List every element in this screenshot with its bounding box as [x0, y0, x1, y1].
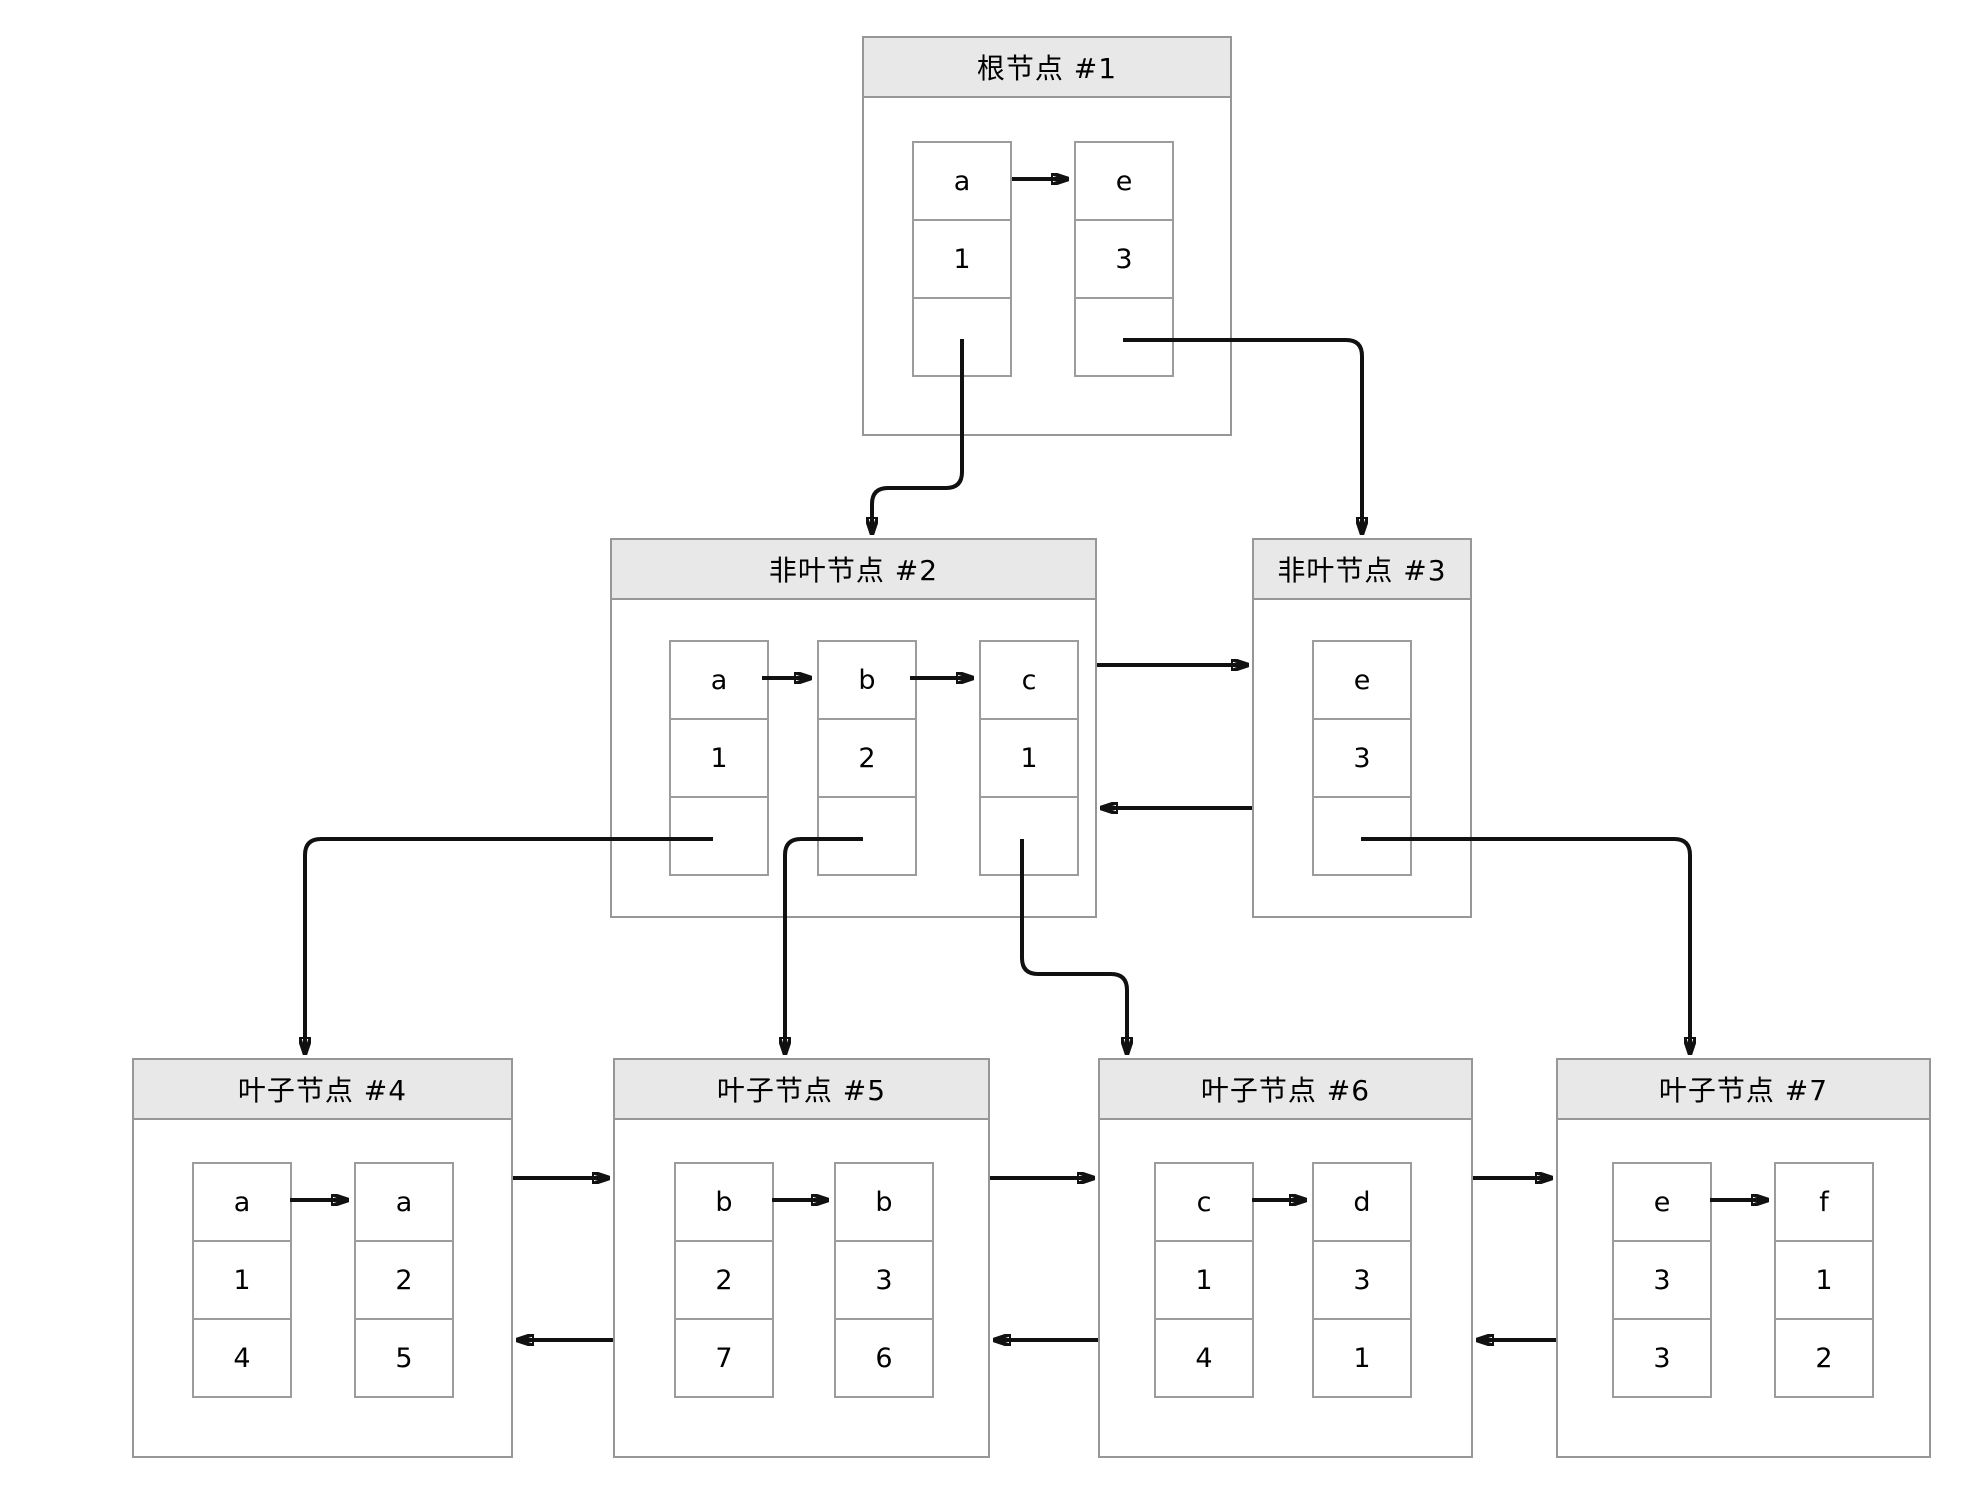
value-cell-leaf-7-1: 1 — [1774, 1240, 1874, 1320]
value-cell-nonleaf-2-1: 2 — [817, 718, 917, 798]
node-title-nonleaf-3: 非叶节点 #3 — [1254, 540, 1470, 600]
pointer-cell-nonleaf-3-0 — [1312, 796, 1412, 876]
value-cell-nonleaf-2-0: 1 — [669, 718, 769, 798]
pointer-cell-nonleaf-2-0 — [669, 796, 769, 876]
node-title-root-1: 根节点 #1 — [864, 38, 1230, 98]
node-title-nonleaf-2: 非叶节点 #2 — [612, 540, 1095, 600]
value-cell-nonleaf-2-2: 1 — [979, 718, 1079, 798]
value-cell-leaf-6-0: 1 — [1154, 1240, 1254, 1320]
pointer-cell-leaf-6-0: 4 — [1154, 1318, 1254, 1398]
key-cell-root-1-1: e — [1074, 141, 1174, 221]
pointer-cell-root-1-0 — [912, 297, 1012, 377]
pointer-cell-leaf-5-1: 6 — [834, 1318, 934, 1398]
key-cell-nonleaf-2-2: c — [979, 640, 1079, 720]
node-title-leaf-7: 叶子节点 #7 — [1558, 1060, 1929, 1120]
value-cell-leaf-4-0: 1 — [192, 1240, 292, 1320]
key-cell-leaf-7-1: f — [1774, 1162, 1874, 1242]
value-cell-leaf-6-1: 3 — [1312, 1240, 1412, 1320]
key-cell-nonleaf-2-1: b — [817, 640, 917, 720]
value-cell-nonleaf-3-0: 3 — [1312, 718, 1412, 798]
pointer-cell-leaf-7-0: 3 — [1612, 1318, 1712, 1398]
value-cell-leaf-5-1: 3 — [834, 1240, 934, 1320]
pointer-cell-leaf-7-1: 2 — [1774, 1318, 1874, 1398]
key-cell-leaf-5-1: b — [834, 1162, 934, 1242]
value-cell-root-1-0: 1 — [912, 219, 1012, 299]
pointer-cell-leaf-4-0: 4 — [192, 1318, 292, 1398]
value-cell-leaf-7-0: 3 — [1612, 1240, 1712, 1320]
value-cell-leaf-4-1: 2 — [354, 1240, 454, 1320]
key-cell-leaf-5-0: b — [674, 1162, 774, 1242]
pointer-cell-leaf-6-1: 1 — [1312, 1318, 1412, 1398]
key-cell-leaf-7-0: e — [1612, 1162, 1712, 1242]
pointer-cell-root-1-1 — [1074, 297, 1174, 377]
node-title-leaf-4: 叶子节点 #4 — [134, 1060, 511, 1120]
value-cell-leaf-5-0: 2 — [674, 1240, 774, 1320]
pointer-cell-leaf-4-1: 5 — [354, 1318, 454, 1398]
node-title-leaf-5: 叶子节点 #5 — [615, 1060, 988, 1120]
value-cell-root-1-1: 3 — [1074, 219, 1174, 299]
pointer-cell-leaf-5-0: 7 — [674, 1318, 774, 1398]
key-cell-root-1-0: a — [912, 141, 1012, 221]
pointer-cell-nonleaf-2-2 — [979, 796, 1079, 876]
pointer-cell-nonleaf-2-1 — [817, 796, 917, 876]
key-cell-leaf-6-1: d — [1312, 1162, 1412, 1242]
key-cell-leaf-6-0: c — [1154, 1162, 1254, 1242]
key-cell-leaf-4-0: a — [192, 1162, 292, 1242]
node-title-leaf-6: 叶子节点 #6 — [1100, 1060, 1471, 1120]
key-cell-nonleaf-3-0: e — [1312, 640, 1412, 720]
key-cell-nonleaf-2-0: a — [669, 640, 769, 720]
key-cell-leaf-4-1: a — [354, 1162, 454, 1242]
